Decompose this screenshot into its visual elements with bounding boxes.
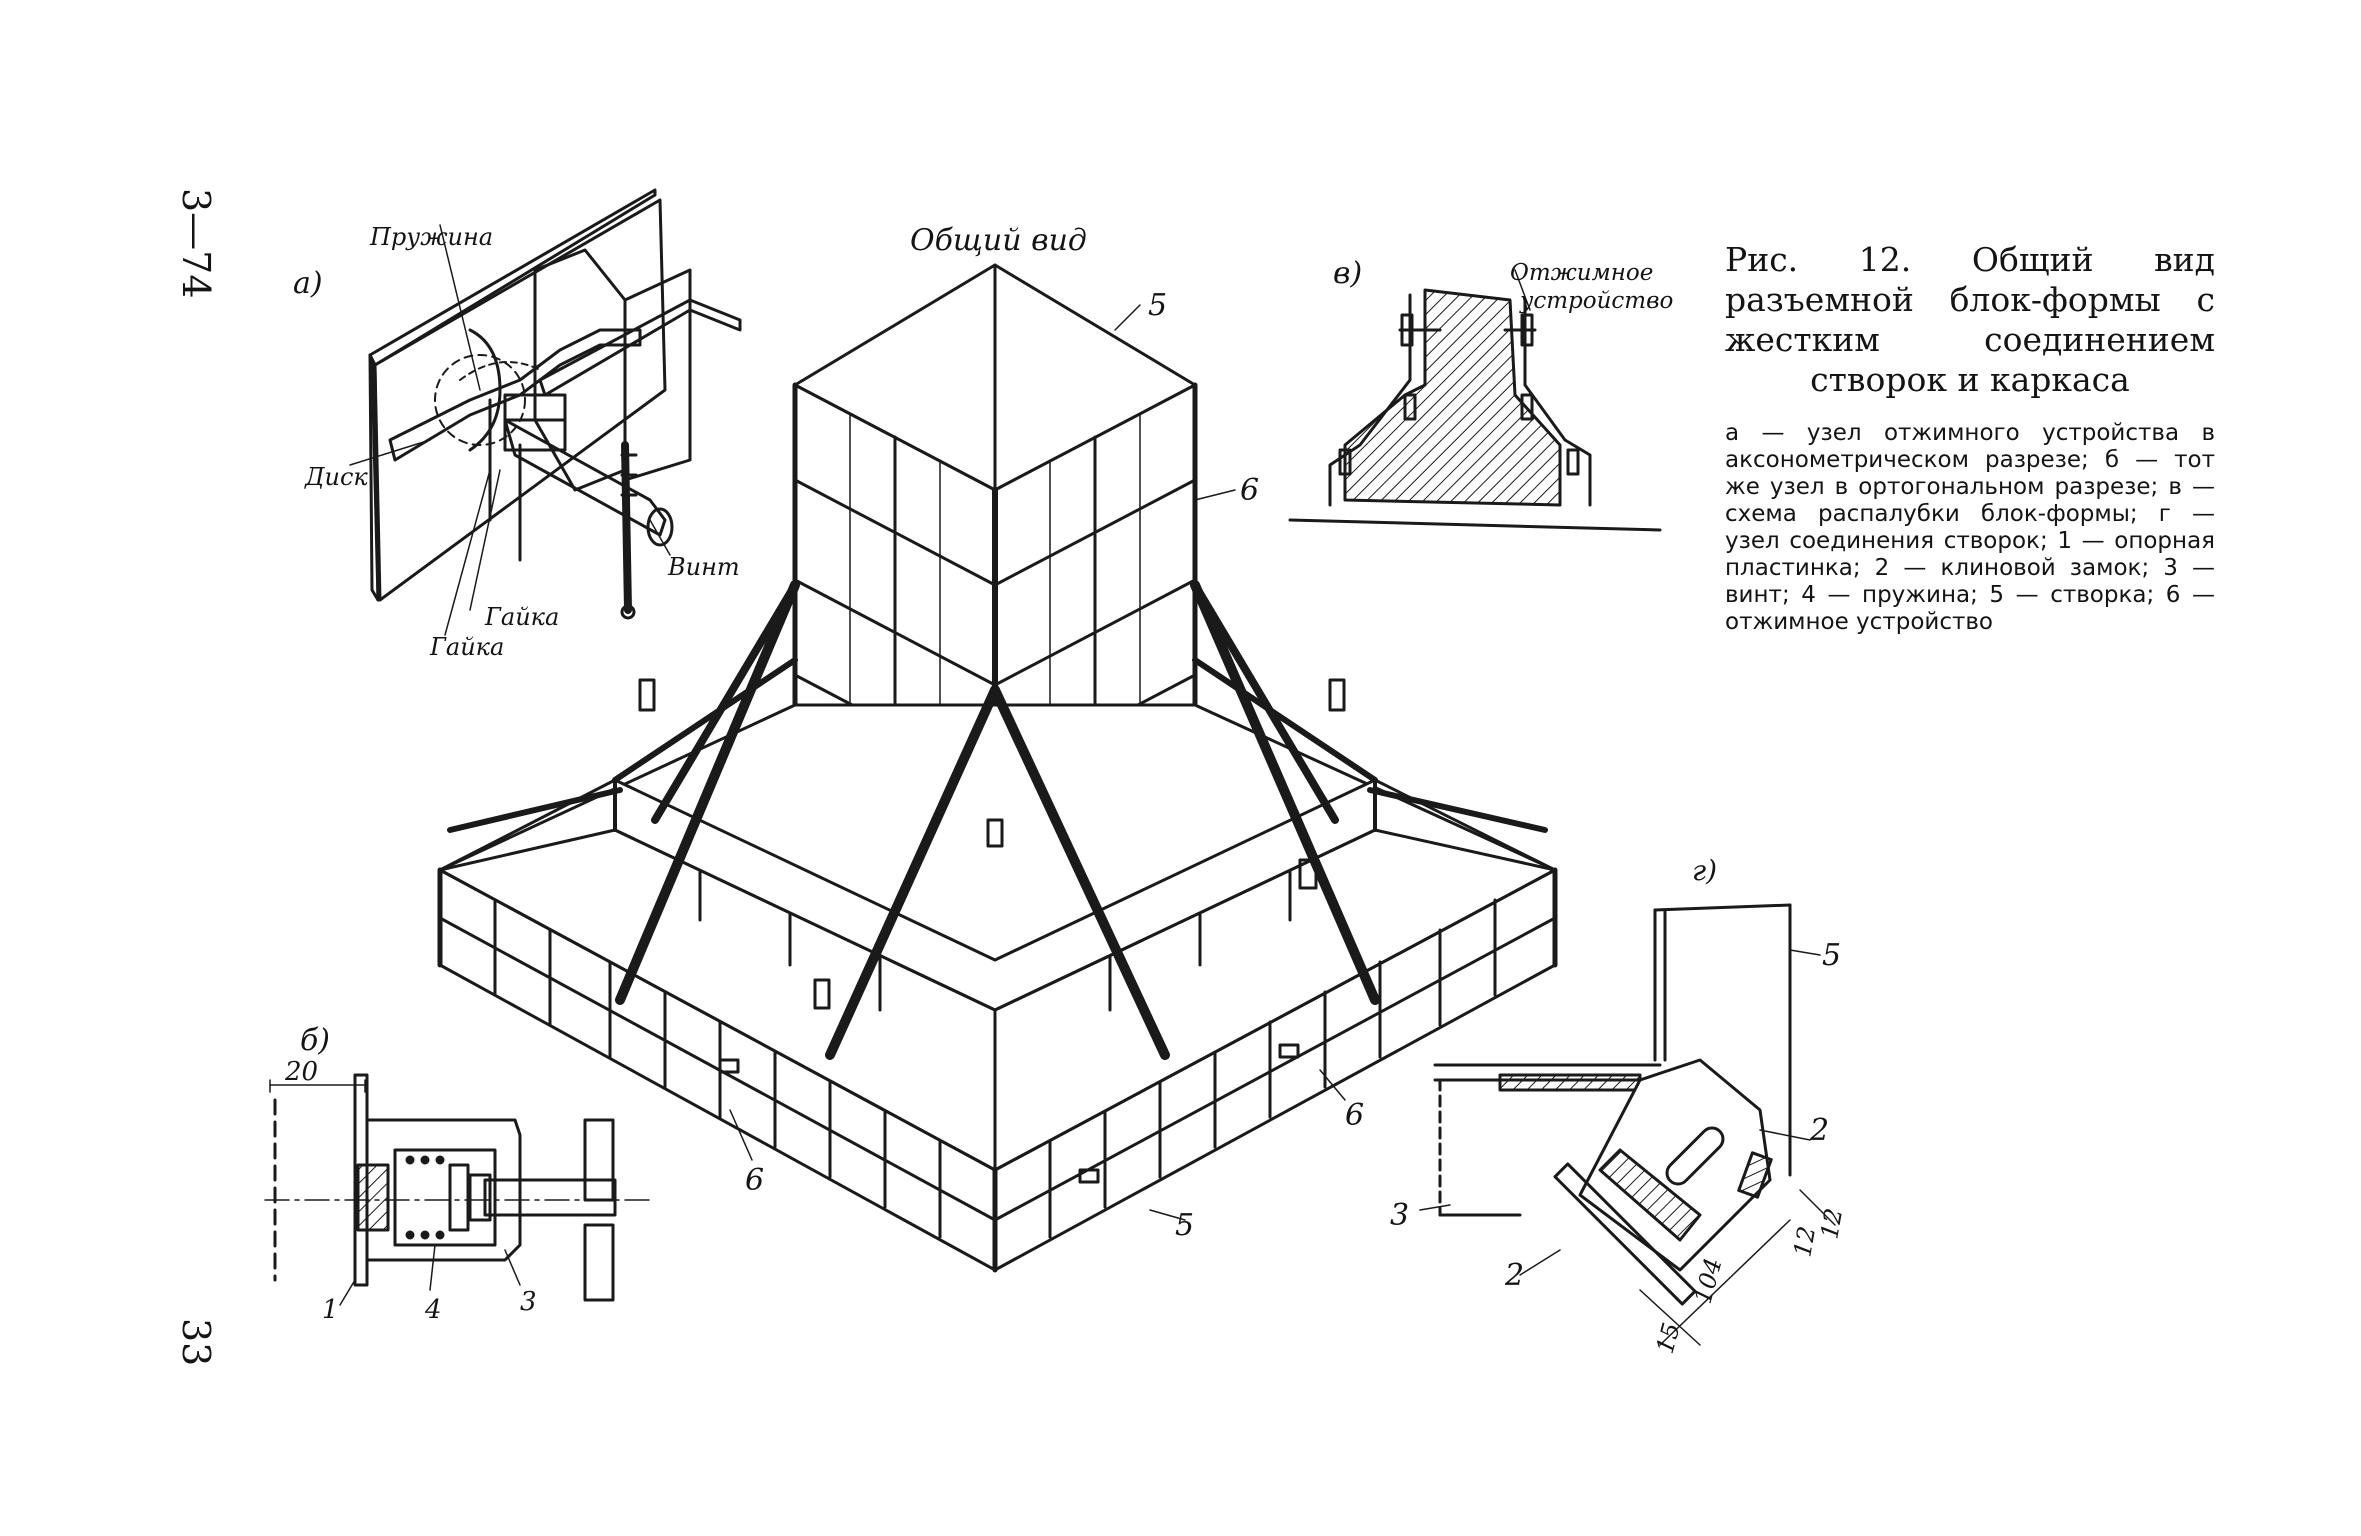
label-stripping-device-1: Отжимное bbox=[1510, 260, 1653, 286]
label-spring: Пружина bbox=[369, 223, 493, 251]
detail-b-callout-3: 3 bbox=[520, 1287, 537, 1317]
detail-g-callout-3: 3 bbox=[1390, 1198, 1409, 1233]
detail-a-drawing: а) Пружина Диск Гайка Гайка Винт bbox=[293, 188, 742, 661]
general-callout-6-right: 6 bbox=[1240, 473, 1259, 508]
general-callout-5-top: 5 bbox=[1148, 288, 1167, 323]
detail-g-callout-2-right: 2 bbox=[1809, 1113, 1829, 1148]
detail-g-letter: г) bbox=[1692, 854, 1717, 887]
general-view-drawing: Общий вид 5 6 6 6 5 bbox=[437, 223, 1558, 1273]
label-nut-2: Гайка bbox=[429, 633, 504, 661]
detail-b-dim-20: 20 bbox=[284, 1057, 318, 1087]
detail-b-drawing: б) 20 1 4 3 bbox=[264, 1023, 651, 1325]
detail-g-callout-5: 5 bbox=[1822, 938, 1841, 973]
figure-legend: а — узел отжимного устройства в аксономе… bbox=[1725, 420, 2215, 635]
label-disk: Диск bbox=[304, 463, 368, 491]
detail-g-callout-2-left: 2 bbox=[1504, 1258, 1524, 1293]
figure-caption: Рис. 12. Общий вид разъемной блок-формы … bbox=[1725, 240, 2215, 636]
detail-g-dim-12a: 12 bbox=[1788, 1224, 1821, 1259]
detail-b-callout-1: 1 bbox=[322, 1295, 339, 1325]
general-view-heading: Общий вид bbox=[910, 223, 1087, 258]
general-callout-6-bottom: 6 bbox=[745, 1163, 764, 1198]
label-stripping-device-2: устройство bbox=[1519, 288, 1673, 314]
general-callout-5-bottom: 5 bbox=[1175, 1208, 1194, 1243]
detail-b-letter: б) bbox=[300, 1023, 330, 1058]
detail-a-letter: а) bbox=[293, 266, 323, 301]
label-nut-1: Гайка bbox=[484, 603, 559, 631]
detail-v-letter: в) bbox=[1333, 256, 1362, 291]
detail-g-dim-12b: 12 bbox=[1815, 1206, 1848, 1241]
figure-title: Рис. 12. Общий вид разъемной блок-формы … bbox=[1725, 240, 2215, 399]
general-callout-6-front: 6 bbox=[1345, 1098, 1364, 1133]
detail-b-callout-4: 4 bbox=[424, 1295, 442, 1325]
label-screw: Винт bbox=[667, 553, 740, 581]
detail-v-drawing: в) Отжимное устройство bbox=[1288, 256, 1673, 532]
detail-g-dim-104: 104 bbox=[1689, 1255, 1728, 1306]
